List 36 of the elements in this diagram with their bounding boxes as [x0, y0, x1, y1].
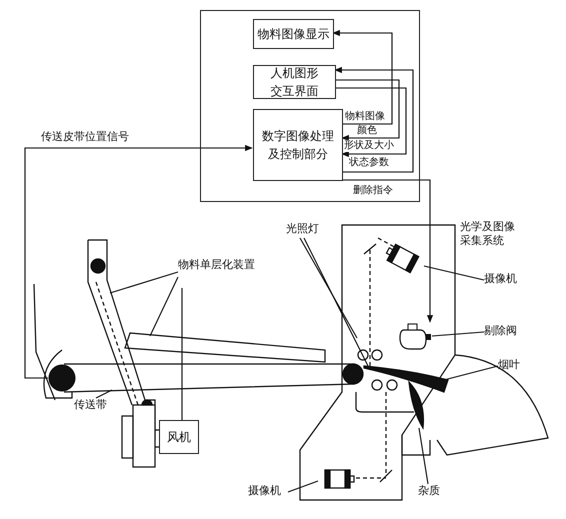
signal-arrow	[342, 179, 434, 323]
leader-line	[96, 390, 112, 398]
leader-line	[304, 238, 370, 370]
leader-line	[418, 428, 429, 484]
edge-label: 物料图像	[344, 111, 386, 123]
signal-arrow	[332, 30, 393, 125]
part-label: 剔除阀	[484, 324, 517, 340]
part-label: 摄像机	[484, 272, 517, 288]
leader-line	[110, 271, 178, 294]
process-box: 风机	[159, 420, 199, 454]
leader-line	[150, 276, 178, 336]
part-label: 光照灯	[286, 222, 319, 238]
edge-label: 删除指令	[352, 185, 394, 197]
edge-label: 颜色	[356, 125, 378, 137]
part-label: 摄像机	[248, 484, 281, 500]
leader-line	[432, 331, 484, 337]
leader-line	[300, 238, 358, 338]
leader-line	[424, 265, 484, 281]
edge-label: 形状及大小	[343, 140, 395, 152]
part-label: 杂质	[418, 484, 440, 500]
process-box: 人机图形交互界面	[253, 65, 336, 99]
leader-line	[181, 288, 183, 420]
edge-label: 传送皮带位置信号	[40, 130, 130, 144]
signal-arrow	[24, 144, 253, 379]
conveyor-roller	[48, 364, 76, 392]
signal-arrow	[334, 66, 414, 173]
process-box: 物料图像显示	[253, 19, 334, 49]
part-label: 传送带	[74, 398, 107, 414]
system-label: 光学及图像采集系统	[460, 220, 516, 249]
process-box: 数字图像处理及控制部分	[253, 109, 343, 181]
signal-arrow	[335, 79, 400, 142]
part-label: 烟叶	[498, 358, 520, 374]
ejector-valve	[398, 322, 432, 350]
part-label: 物料单层化装置	[178, 258, 255, 288]
signal-arrow	[335, 87, 407, 158]
edge-label: 状态参数	[348, 157, 390, 169]
